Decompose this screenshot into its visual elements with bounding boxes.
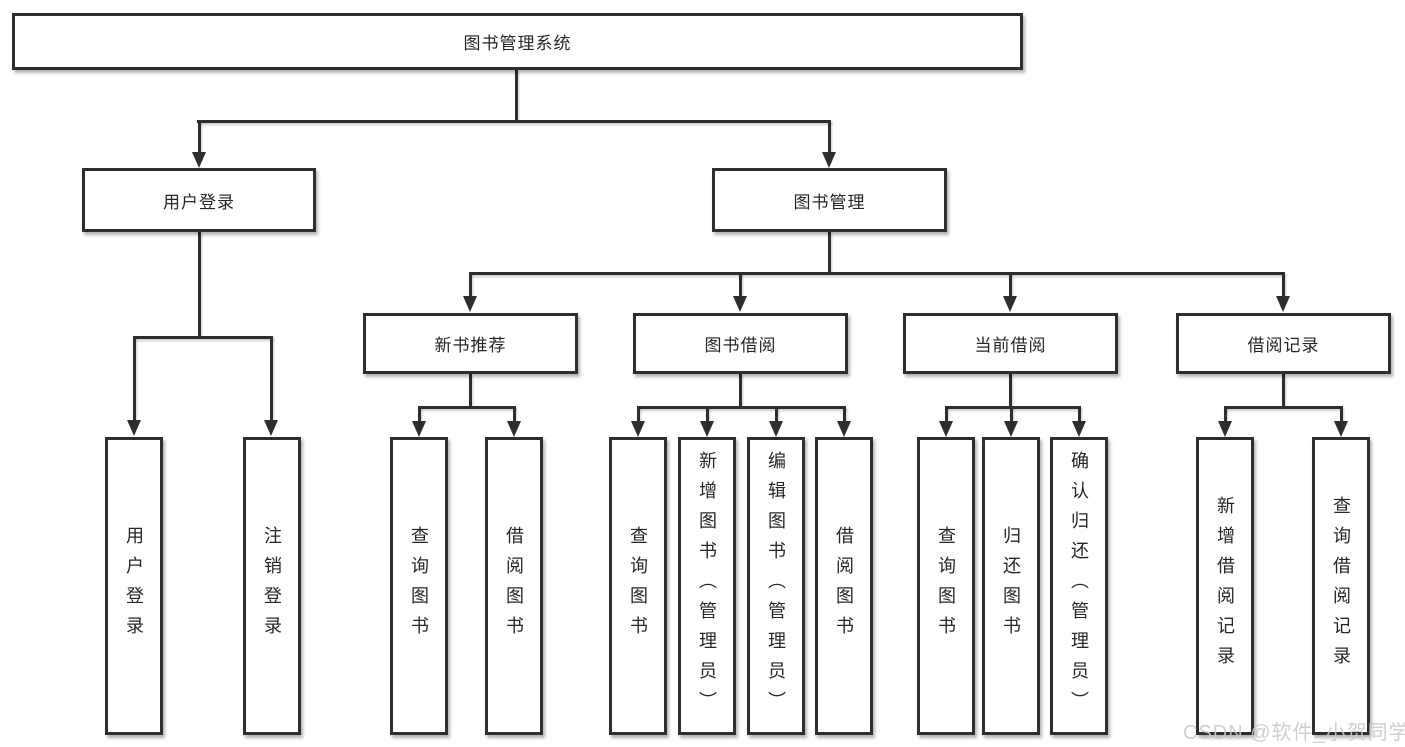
arrow-down-icon xyxy=(192,152,206,168)
leaf-query-books-recommend: 查询图书 xyxy=(390,437,448,735)
leaf-label: 查询图书 xyxy=(936,526,956,646)
node-label: 用户登录 xyxy=(163,192,235,212)
connector-line xyxy=(1282,374,1285,406)
arrow-down-icon xyxy=(631,421,645,437)
connector-line xyxy=(418,406,516,409)
connector-line xyxy=(469,272,1284,275)
leaf-label: 借阅图书 xyxy=(834,526,854,646)
connector-line xyxy=(1224,406,1342,409)
leaf-label: 查询图书 xyxy=(409,526,429,646)
arrow-down-icon xyxy=(1276,296,1290,312)
arrow-down-icon xyxy=(769,421,783,437)
arrow-down-icon xyxy=(837,421,851,437)
node-label: 图书借阅 xyxy=(704,336,777,355)
leaf-borrow-books: 借阅图书 xyxy=(815,437,873,735)
connector-line xyxy=(1078,406,1081,421)
arrow-down-icon xyxy=(127,420,141,436)
connector-line xyxy=(1224,406,1227,421)
connector-line xyxy=(198,120,201,152)
arrow-down-icon xyxy=(264,420,278,436)
leaf-query-books-borrow: 查询图书 xyxy=(609,437,667,735)
arrow-down-icon xyxy=(1218,421,1232,437)
connector-line xyxy=(515,70,518,120)
node-label: 图书管理 xyxy=(793,192,866,212)
node-new-book-recommend: 新书推荐 xyxy=(363,313,578,374)
node-label: 新书推荐 xyxy=(434,336,507,355)
connector-line xyxy=(1340,406,1343,421)
arrow-down-icon xyxy=(700,421,714,437)
node-label: 借阅记录 xyxy=(1247,336,1320,355)
leaf-query-borrow-record: 查询借阅记录 xyxy=(1312,437,1370,735)
node-current-borrowing: 当前借阅 xyxy=(903,313,1118,374)
arrow-down-icon xyxy=(1003,296,1017,312)
connector-line xyxy=(945,406,1081,409)
connector-line xyxy=(637,406,640,421)
leaf-user-login: 用户登录 xyxy=(105,437,163,735)
arrow-down-icon xyxy=(1072,421,1086,437)
leaf-logout: 注销登录 xyxy=(243,437,301,735)
leaf-label: 查询图书 xyxy=(628,526,648,646)
connector-line xyxy=(133,336,136,420)
arrow-down-icon xyxy=(1334,421,1348,437)
leaf-label: 确认归还（管理员） xyxy=(1069,451,1089,721)
connector-line xyxy=(1009,374,1012,406)
node-label: 当前借阅 xyxy=(974,336,1047,355)
leaf-label: 查询借阅记录 xyxy=(1331,496,1351,676)
leaf-label: 注销登录 xyxy=(262,526,282,646)
leaf-confirm-return-admin: 确认归还（管理员） xyxy=(1050,437,1108,735)
leaf-label: 编辑图书（管理员） xyxy=(766,451,786,721)
leaf-label: 借阅图书 xyxy=(504,526,524,646)
connector-line xyxy=(828,120,831,152)
arrow-down-icon xyxy=(939,421,953,437)
connector-line xyxy=(469,272,472,296)
node-label: 图书管理系统 xyxy=(463,34,572,53)
arrow-down-icon xyxy=(733,296,747,312)
connector-line xyxy=(843,406,846,421)
node-book-borrowing: 图书借阅 xyxy=(633,313,848,374)
connector-line xyxy=(1282,272,1285,296)
connector-line xyxy=(270,336,273,420)
node-book-management: 图书管理 xyxy=(712,168,947,232)
leaf-return-books: 归还图书 xyxy=(982,437,1040,735)
connector-line xyxy=(418,406,421,421)
leaf-label: 新增图书（管理员） xyxy=(697,451,717,721)
connector-line xyxy=(198,232,201,336)
connector-line xyxy=(706,406,709,421)
leaf-query-books-current: 查询图书 xyxy=(917,437,975,735)
connector-line xyxy=(637,406,846,409)
arrow-down-icon xyxy=(463,296,477,312)
leaf-label: 新增借阅记录 xyxy=(1215,496,1235,676)
arrow-down-icon xyxy=(507,421,521,437)
node-user-login: 用户登录 xyxy=(82,168,316,232)
arrow-down-icon xyxy=(822,152,836,168)
connector-line xyxy=(469,374,472,406)
leaf-label: 用户登录 xyxy=(124,526,144,646)
leaf-add-books-admin: 新增图书（管理员） xyxy=(678,437,736,735)
connector-line xyxy=(197,120,831,123)
connector-line xyxy=(775,406,778,421)
leaf-borrow-books-recommend: 借阅图书 xyxy=(485,437,543,735)
connector-line xyxy=(1010,406,1013,421)
arrow-down-icon xyxy=(1004,421,1018,437)
watermark-csdn: CSDN @软件_小贺同学 xyxy=(1183,722,1405,744)
leaf-label: 归还图书 xyxy=(1001,526,1021,646)
arrow-down-icon xyxy=(412,421,426,437)
leaf-add-borrow-record: 新增借阅记录 xyxy=(1196,437,1254,735)
connector-line xyxy=(739,272,742,296)
connector-line xyxy=(945,406,948,421)
connector-line xyxy=(739,374,742,406)
connector-line xyxy=(133,336,273,339)
connector-line xyxy=(1009,272,1012,296)
connector-line xyxy=(828,232,831,272)
node-library-system: 图书管理系统 xyxy=(12,13,1023,70)
leaf-edit-books-admin: 编辑图书（管理员） xyxy=(747,437,805,735)
node-borrowing-records: 借阅记录 xyxy=(1176,313,1391,374)
connector-line xyxy=(513,406,516,421)
